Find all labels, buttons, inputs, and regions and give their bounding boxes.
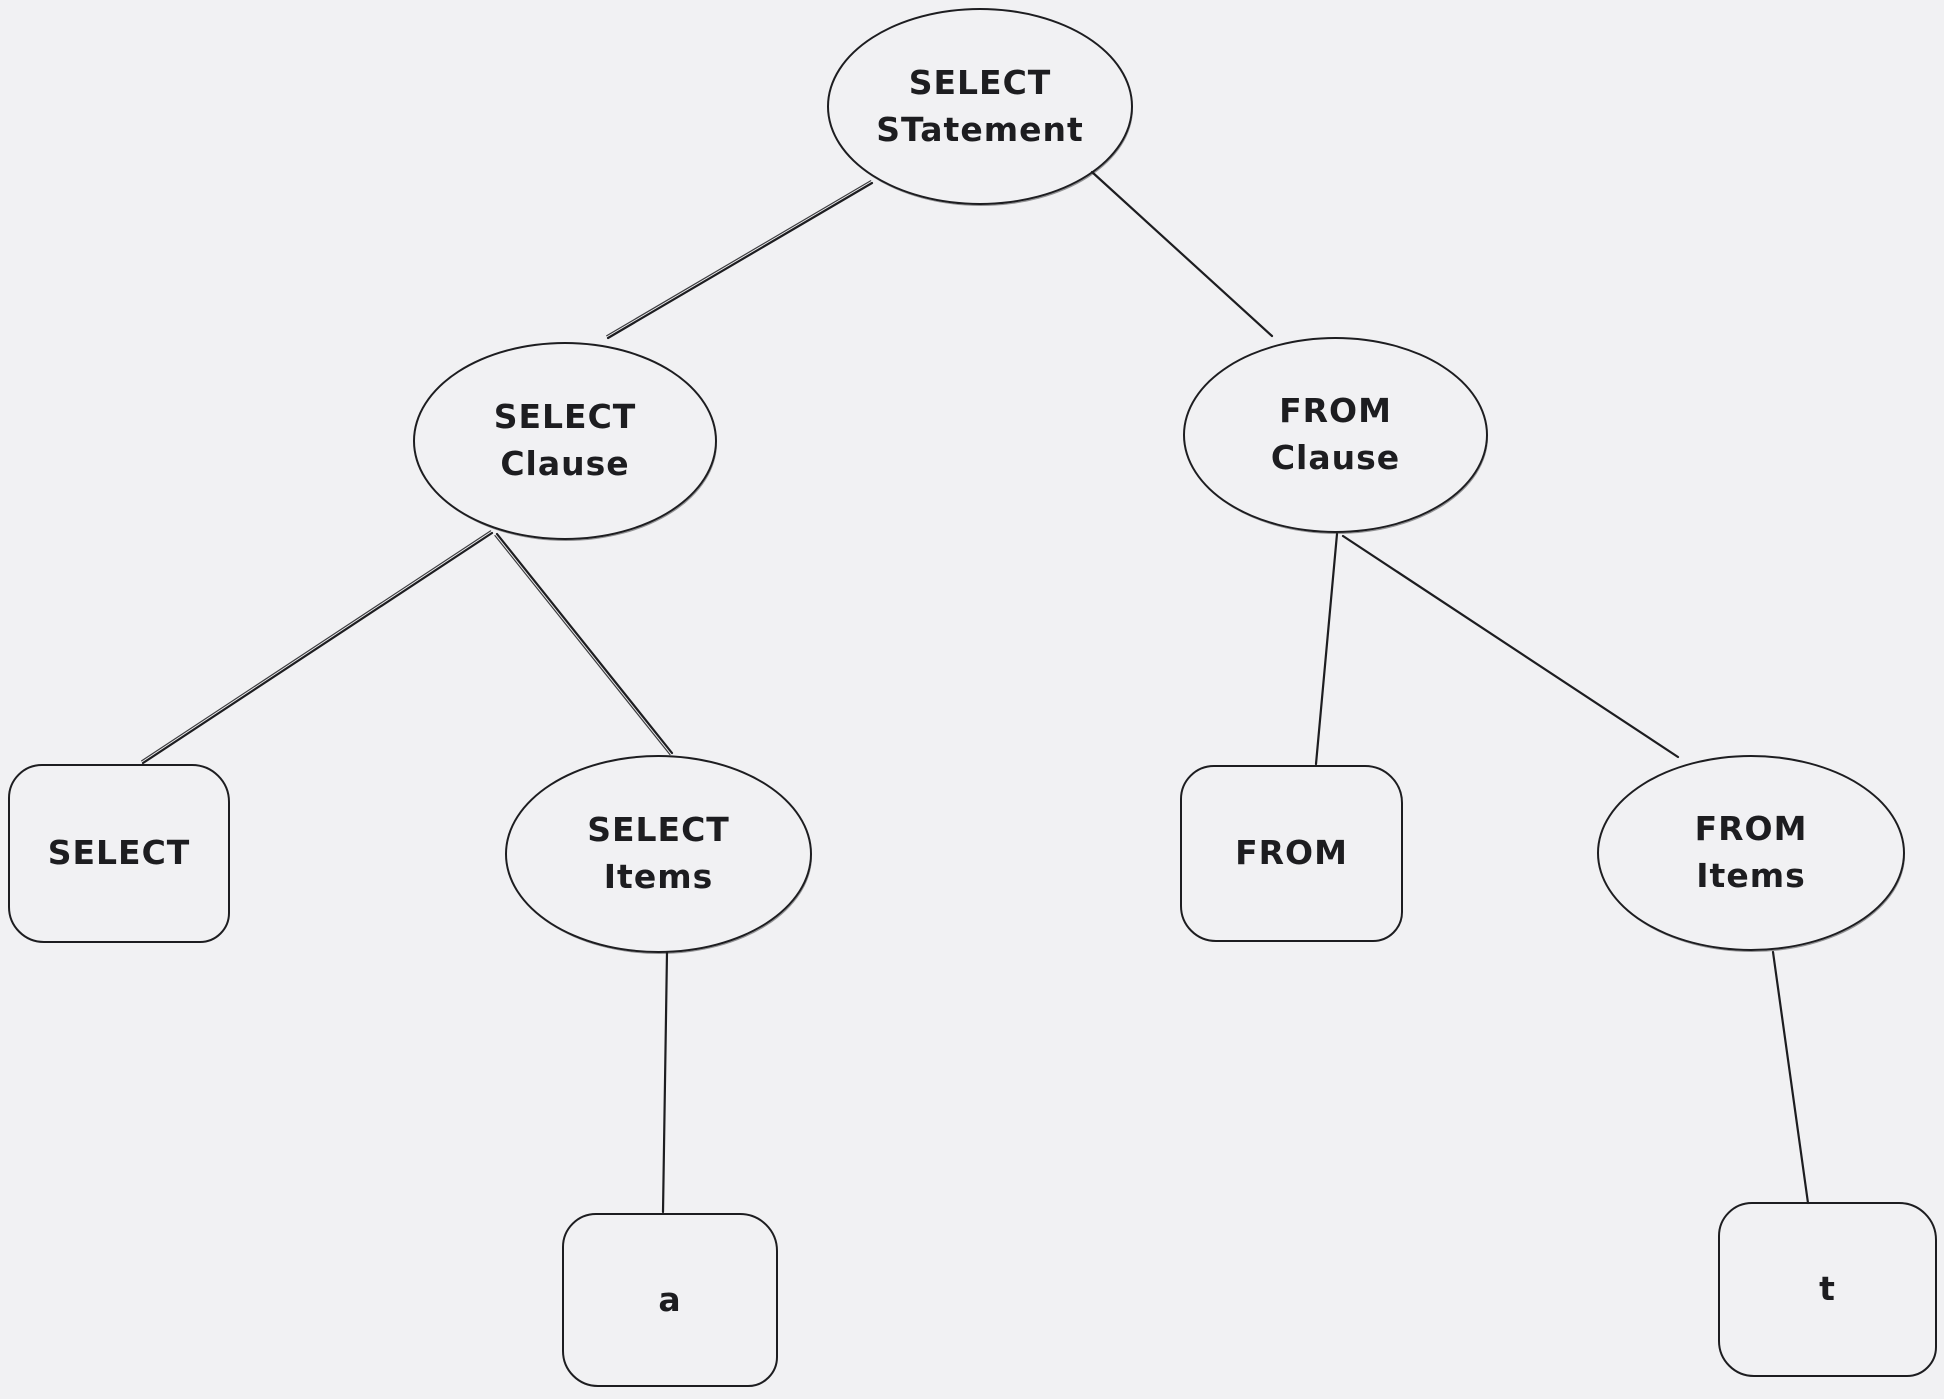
edge-from_clause-to-from_items[interactable] [1341, 534, 1680, 759]
node-label-line: Clause [500, 444, 630, 483]
node-label-line: SELECT [908, 62, 1052, 102]
node-label-line: STatement [876, 109, 1084, 149]
edge-select_clause-to-select_keyword[interactable] [141, 531, 494, 765]
node-label-line: t [1819, 1269, 1836, 1309]
node-item-t[interactable]: t [1718, 1202, 1937, 1377]
edge-select_clause-to-select_items[interactable] [494, 535, 671, 756]
edge-select_statement-to-select_clause[interactable] [606, 180, 872, 337]
node-select-statement[interactable]: SELECT STatement [827, 8, 1133, 205]
edge-select_statement-to-from_clause[interactable] [1090, 170, 1274, 338]
node-from-keyword[interactable]: FROM [1180, 765, 1403, 942]
node-from-items[interactable]: FROM Items [1597, 755, 1905, 951]
node-label-line: Clause [1270, 438, 1401, 477]
node-label-line: SELECT [493, 397, 637, 437]
edge-select_statement-to-select_clause[interactable] [606, 181, 874, 340]
node-label-line: Items [603, 857, 714, 896]
node-label-line: FROM [1279, 391, 1392, 431]
node-from-clause[interactable]: FROM Clause [1183, 337, 1488, 533]
node-label-line: FROM [1694, 809, 1808, 849]
edge-from_items-to-item_t[interactable] [1771, 950, 1810, 1205]
node-label-line: SELECT [47, 833, 191, 873]
edge-select_items-to-item_a[interactable] [661, 950, 669, 1214]
node-label-line: a [658, 1279, 682, 1319]
node-select-items[interactable]: SELECT Items [505, 755, 812, 953]
node-label-line: SELECT [587, 810, 730, 850]
node-label-line: FROM [1235, 833, 1348, 873]
edge-from_clause-to-from_keyword[interactable] [1314, 532, 1339, 766]
node-select-clause[interactable]: SELECT Clause [413, 342, 717, 540]
edge-select_clause-to-select_items[interactable] [495, 532, 674, 755]
node-select-keyword[interactable]: SELECT [8, 764, 230, 943]
edge-select_clause-to-select_keyword[interactable] [140, 530, 492, 762]
node-item-a[interactable]: a [562, 1213, 778, 1387]
node-label-line: Items [1696, 856, 1806, 895]
